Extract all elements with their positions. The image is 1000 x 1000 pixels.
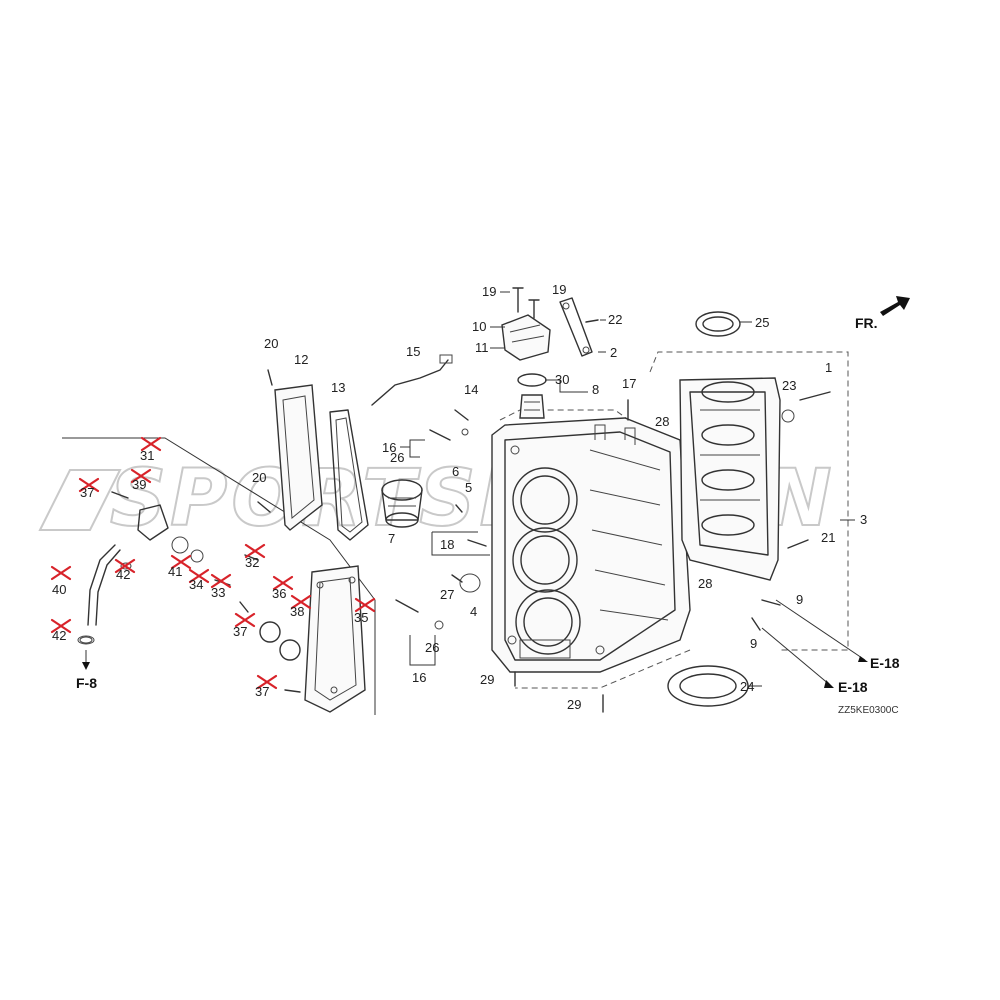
callout-24: 24 [740,679,754,694]
thermostat-cover [501,314,551,419]
callout-32: 32 [245,555,259,570]
cylinder-block [491,417,691,673]
callout-3: 3 [860,512,867,527]
callout-11: 11 [475,340,489,355]
page-references: F-8 E-18 E-18 ZZ5KE0300C [76,655,900,716]
callout-16-lower: 16 [412,670,426,685]
discontinued-marks [50,436,376,690]
water-hose [77,544,121,645]
exhaust-cover-gasket [274,384,369,541]
callout-39: 39 [132,477,146,492]
oil-seal [695,311,752,337]
callout-9-upper: 9 [796,592,803,607]
callout-15: 15 [406,344,420,359]
callout-30: 30 [555,372,569,387]
callout-27: 27 [440,587,454,602]
callout-37-middle: 37 [233,624,247,639]
front-arrow-icon [880,296,910,316]
fasteners [79,287,831,713]
oil-filter [381,479,423,528]
callout-12: 12 [294,352,308,367]
callout-2: 2 [610,345,617,360]
callout-29-lower: 29 [567,697,581,712]
callout-9-lower: 9 [750,636,757,651]
thermo-valve [259,621,301,661]
callout-6: 6 [452,464,459,479]
reference-e18-lower: E-18 [838,679,868,695]
callout-1: 1 [825,360,832,375]
callout-20-upper: 20 [264,336,278,351]
callout-17: 17 [622,376,636,391]
callout-10: 10 [472,319,486,334]
water-jacket-cover [304,565,366,713]
callout-26-upper: 26 [390,450,404,465]
hanger-bracket [559,297,593,357]
reference-f8: F-8 [76,675,97,691]
callout-labels: 19 19 10 22 11 2 25 30 8 17 23 1 20 12 1… [52,282,867,712]
callout-4: 4 [470,604,477,619]
reference-e18-upper: E-18 [870,655,900,671]
callout-7: 7 [388,531,395,546]
callout-38: 38 [290,604,304,619]
callout-25: 25 [755,315,769,330]
front-direction-indicator: FR. [855,296,910,331]
callout-5: 5 [465,480,472,495]
callout-28-lower: 28 [698,576,712,591]
callout-21: 21 [821,530,835,545]
subassembly-frame [62,437,376,715]
callout-26-lower: 26 [425,640,439,655]
callout-29-upper: 29 [480,672,494,687]
callout-20-lower: 20 [252,470,266,485]
callout-14: 14 [464,382,478,397]
sensor-wire [371,354,453,406]
callout-16-upper: 16 [382,440,396,455]
callout-40: 40 [52,582,66,597]
callout-37-lower: 37 [255,684,269,699]
callout-28-upper: 28 [655,414,669,429]
callout-8: 8 [592,382,599,397]
callout-41: 41 [168,564,182,579]
callout-22: 22 [608,312,622,327]
callout-31: 31 [140,448,154,463]
callout-23: 23 [782,378,796,393]
callout-37-upper: 37 [80,485,94,500]
callout-35: 35 [354,610,368,625]
callout-33: 33 [211,585,225,600]
crankcase [679,377,781,581]
front-direction-label: FR. [855,315,878,331]
callout-18: 18 [440,537,454,552]
leader-lines [82,291,868,688]
callout-19-bracket: 19 [552,282,566,297]
callout-42-upper: 42 [116,567,130,582]
callout-34: 34 [189,577,203,592]
callout-42-lower: 42 [52,628,66,643]
drawing-code: ZZ5KE0300C [838,705,899,716]
callout-36: 36 [272,586,286,601]
bearing [667,665,762,707]
callout-13: 13 [331,380,345,395]
callout-19-upper: 19 [482,284,496,299]
